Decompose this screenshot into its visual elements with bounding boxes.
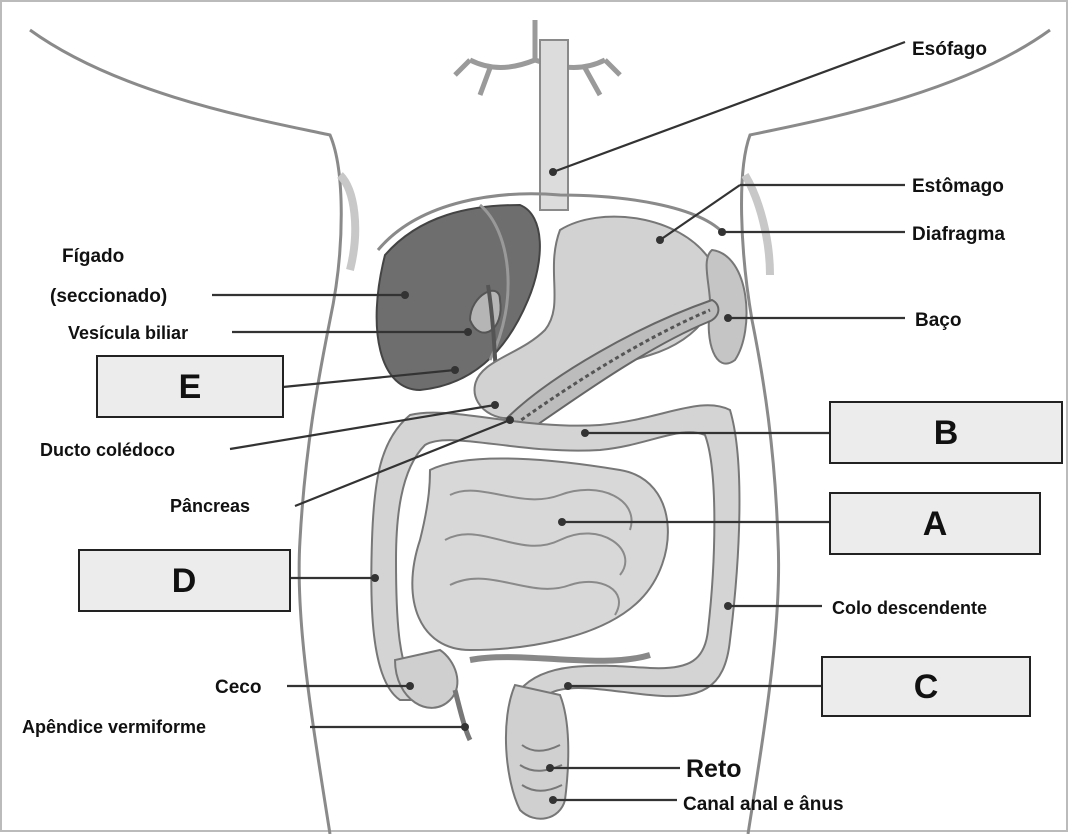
- leader-baco-dot: [724, 314, 732, 322]
- label-esofago: Esófago: [912, 39, 987, 60]
- label-apendice: Apêndice vermiforme: [22, 717, 206, 737]
- leader-b-dot: [581, 429, 589, 437]
- label-diafragma: Diafragma: [912, 224, 1005, 245]
- label-pancreas: Pâncreas: [170, 496, 250, 516]
- leader-estomago-dot: [656, 236, 664, 244]
- answer-box-e[interactable]: E: [97, 356, 283, 417]
- answer-box-c-label: C: [914, 668, 939, 706]
- leader-d-dot: [371, 574, 379, 582]
- leader-colo-dot: [724, 602, 732, 610]
- label-figado-line1: Fígado: [62, 246, 124, 267]
- esophagus-shape: [540, 40, 568, 210]
- answer-box-d[interactable]: D: [79, 550, 290, 611]
- leader-figado-dot: [401, 291, 409, 299]
- leader-c-dot: [564, 682, 572, 690]
- answer-box-a-label: A: [923, 505, 948, 543]
- label-reto: Reto: [686, 755, 742, 783]
- answer-box-b[interactable]: B: [830, 402, 1062, 463]
- label-vesicula: Vesícula biliar: [68, 323, 188, 343]
- leader-reto-dot: [546, 764, 554, 772]
- leader-a-dot: [558, 518, 566, 526]
- answer-box-d-label: D: [172, 562, 197, 600]
- leader-diafragma-dot: [718, 228, 726, 236]
- label-canal-anal: Canal anal e ânus: [683, 794, 844, 815]
- answer-box-c[interactable]: C: [822, 657, 1030, 716]
- answer-box-b-label: B: [934, 414, 959, 452]
- label-ceco: Ceco: [215, 677, 261, 698]
- label-ducto: Ducto colédoco: [40, 440, 175, 460]
- leader-e-dot: [451, 366, 459, 374]
- label-estomago: Estômago: [912, 176, 1004, 197]
- leader-esofago-dot: [549, 168, 557, 176]
- answer-box-a[interactable]: A: [830, 493, 1040, 554]
- leader-vesicula-dot: [464, 328, 472, 336]
- leader-pancreas-dot: [506, 416, 514, 424]
- leader-ceco-dot: [406, 682, 414, 690]
- rectum-shape: [506, 685, 568, 819]
- label-baco: Baço: [915, 310, 961, 331]
- label-colo-descendente: Colo descendente: [832, 598, 987, 618]
- leader-ducto-dot: [491, 401, 499, 409]
- leader-canal-dot: [549, 796, 557, 804]
- answer-box-e-label: E: [179, 368, 202, 406]
- label-figado-line2: (seccionado): [50, 286, 167, 307]
- leader-apendice-dot: [461, 723, 469, 731]
